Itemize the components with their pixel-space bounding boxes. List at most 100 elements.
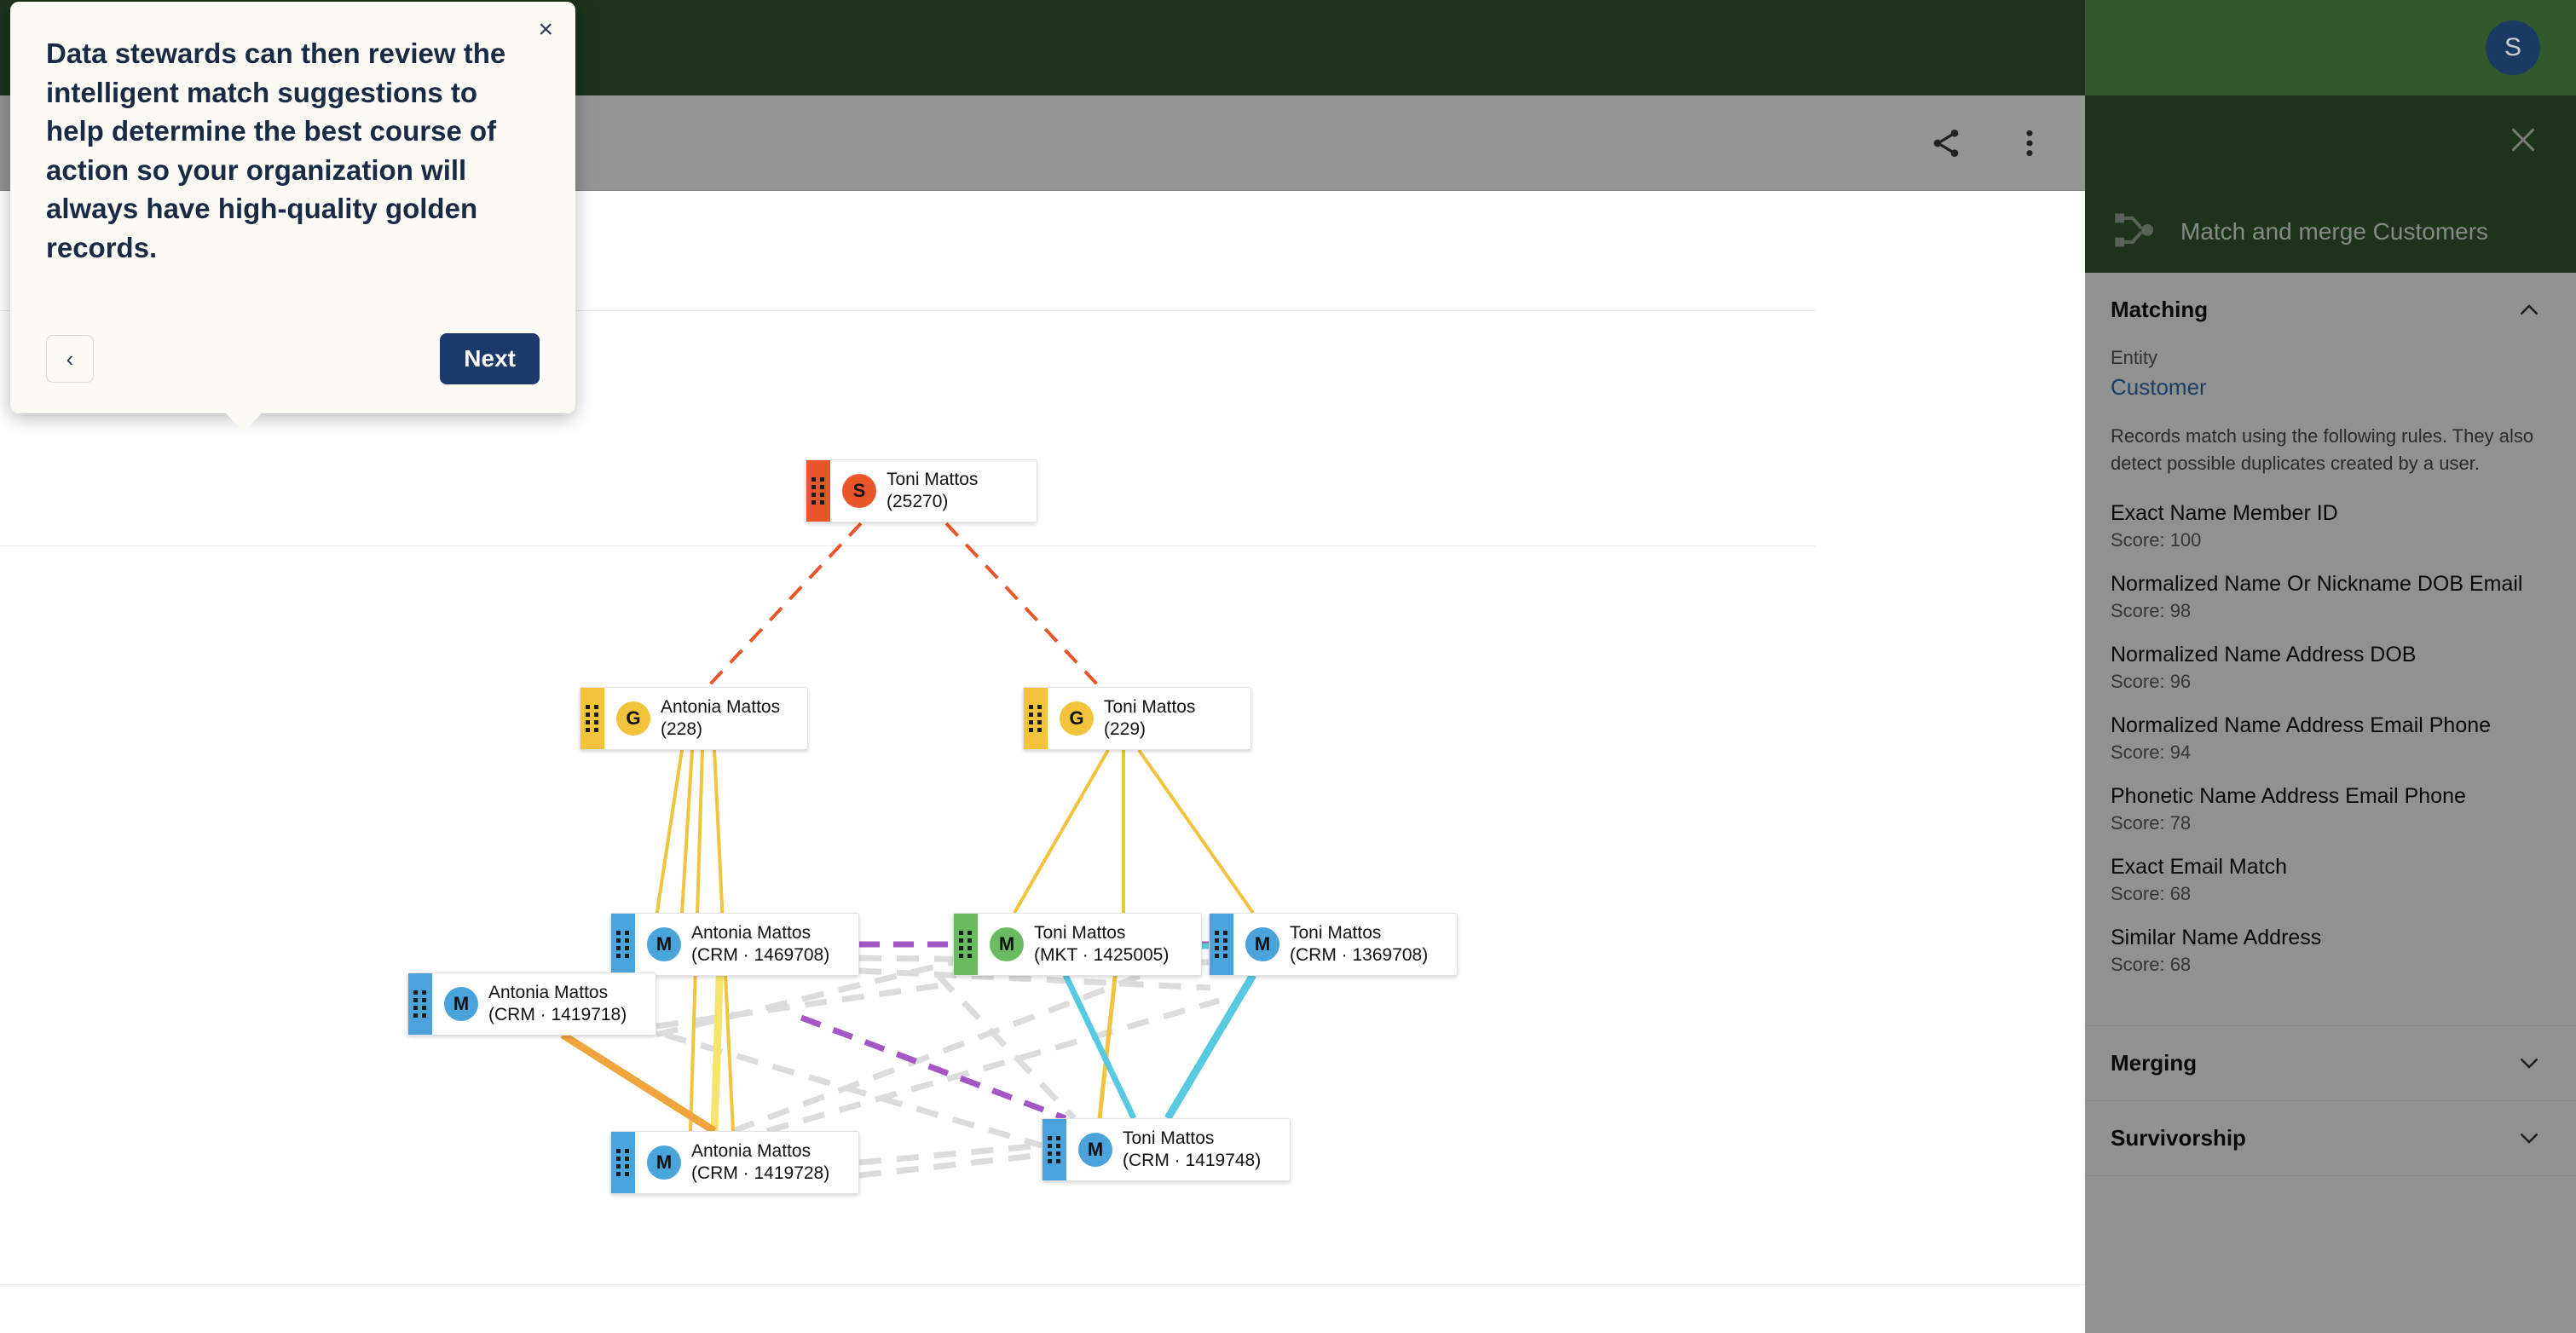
- match-merge-icon: [2112, 208, 2157, 257]
- node-sublabel: (25270): [887, 492, 949, 511]
- tour-back-button[interactable]: ‹: [46, 335, 94, 384]
- node-name: Antonia Mattos: [488, 983, 609, 1003]
- header-actions: [1926, 124, 2049, 163]
- chevron-down-icon[interactable]: [2516, 1050, 2542, 1076]
- more-vertical-icon[interactable]: [2010, 124, 2049, 163]
- close-icon[interactable]: [2504, 121, 2542, 159]
- node-name: Antonia Mattos: [691, 1141, 811, 1162]
- node-sublabel: (229): [1104, 719, 1146, 739]
- tour-tooltip: × Data stewards can then review the inte…: [10, 2, 575, 433]
- drag-handle-icon[interactable]: [580, 688, 604, 749]
- node-avatar: M: [647, 1145, 681, 1180]
- node-avatar: G: [1060, 701, 1094, 736]
- drag-handle-icon[interactable]: [954, 914, 978, 975]
- match-rule-name: Normalized Name Or Nickname DOB Email: [2111, 571, 2523, 596]
- node-sublabel: (CRM · 1419718): [488, 1005, 627, 1024]
- panel-title-row: Match and merge Customers: [2085, 191, 2576, 273]
- section-matching-header[interactable]: Matching: [2085, 273, 2576, 347]
- node-label: Toni Mattos (25270): [887, 469, 991, 512]
- match-rule-name: Similar Name Address: [2111, 925, 2322, 949]
- user-avatar[interactable]: S: [2486, 20, 2540, 75]
- drag-handle-icon[interactable]: [1043, 1119, 1066, 1180]
- lane-divider-1: [0, 310, 1816, 311]
- node-avatar: M: [444, 987, 478, 1021]
- node-sublabel: (228): [661, 719, 703, 739]
- close-icon[interactable]: ×: [538, 15, 553, 43]
- tour-arrow: [225, 413, 263, 433]
- match-rule-score: Score: 68: [2111, 953, 2192, 975]
- drag-handle-icon[interactable]: [1024, 688, 1048, 749]
- drag-handle-icon[interactable]: [806, 460, 830, 522]
- drag-handle-icon[interactable]: [611, 914, 635, 975]
- panel-title: Match and merge Customers: [2180, 218, 2489, 245]
- match-rule-score: Score: 98: [2111, 599, 2192, 621]
- node-name: Toni Mattos: [887, 470, 979, 490]
- graph-node[interactable]: G Toni Mattos(229): [1023, 687, 1251, 750]
- section-merging-header[interactable]: Merging: [2085, 1026, 2576, 1100]
- entity-value-link[interactable]: Customer: [2111, 374, 2207, 400]
- match-rule-score: Score: 100: [2111, 528, 2202, 551]
- node-name: Antonia Mattos: [691, 923, 811, 943]
- drag-handle-icon[interactable]: [1210, 914, 1233, 975]
- canvas-bottom-fill: [0, 1285, 2085, 1333]
- section-merging: Merging: [2085, 1026, 2576, 1101]
- node-label: Toni Mattos(229): [1104, 696, 1209, 740]
- node-sublabel: (CRM · 1369708): [1290, 945, 1429, 965]
- node-name: Toni Mattos: [1290, 923, 1382, 943]
- graph-node[interactable]: M Antonia Mattos(CRM · 1469708): [610, 913, 859, 976]
- node-label: Antonia Mattos(CRM · 1469708): [691, 922, 843, 966]
- graph-node[interactable]: M Toni Mattos(CRM · 1369708): [1209, 913, 1458, 976]
- drag-handle-icon[interactable]: [611, 1132, 635, 1193]
- panel-body[interactable]: Matching Entity Customer Records match u…: [2085, 273, 2576, 1333]
- match-rule-score: Score: 68: [2111, 882, 2192, 904]
- match-rule-name: Normalized Name Address Email Phone: [2111, 713, 2492, 737]
- node-avatar: M: [647, 927, 681, 961]
- node-label: Toni Mattos (CRM · 1419748): [1123, 1128, 1274, 1171]
- node-sublabel: (MKT · 1425005): [1034, 945, 1170, 965]
- drag-handle-icon[interactable]: [408, 973, 432, 1035]
- match-rule-name: Normalized Name Address DOB: [2111, 642, 2417, 666]
- node-label: Toni Mattos(CRM · 1369708): [1290, 922, 1441, 966]
- graph-node[interactable]: G Antonia Mattos(228): [580, 687, 808, 750]
- node-sublabel: (CRM · 1419748): [1123, 1151, 1262, 1170]
- panel-header: [2085, 95, 2576, 191]
- node-name: Toni Mattos: [1123, 1128, 1215, 1149]
- graph-node[interactable]: M Antonia Mattos(CRM · 1419728): [610, 1131, 859, 1194]
- graph-node[interactable]: M Antonia Mattos (CRM · 1419718): [407, 972, 656, 1036]
- rules-description: Records match using the following rules.…: [2111, 425, 2534, 474]
- section-matching: Matching Entity Customer Records match u…: [2085, 273, 2576, 1026]
- node-avatar: G: [616, 701, 650, 736]
- section-survivorship-header[interactable]: Survivorship: [2085, 1101, 2576, 1175]
- match-rule-score: Score: 78: [2111, 811, 2192, 834]
- section-matching-title: Matching: [2111, 297, 2209, 322]
- node-avatar: M: [1245, 927, 1279, 961]
- canvas-bottom-divider: [0, 1284, 2085, 1285]
- node-name: Antonia Mattos: [661, 697, 781, 718]
- share-icon[interactable]: [1926, 124, 1966, 163]
- node-name: Toni Mattos: [1104, 697, 1196, 718]
- node-label: Antonia Mattos(228): [661, 696, 794, 740]
- tour-text: Data stewards can then review the intell…: [46, 38, 506, 263]
- node-label: Toni Mattos(MKT · 1425005): [1034, 922, 1182, 966]
- section-survivorship: Survivorship: [2085, 1101, 2576, 1176]
- chevron-up-icon[interactable]: [2516, 297, 2542, 323]
- match-rule-score: Score: 94: [2111, 741, 2192, 763]
- section-survivorship-title: Survivorship: [2111, 1124, 2246, 1151]
- match-rule-name: Exact Email Match: [2111, 854, 2288, 879]
- tour-next-button[interactable]: Next: [440, 333, 540, 385]
- section-matching-body: Entity Customer Records match using the …: [2085, 347, 2576, 1025]
- match-rule-score: Score: 96: [2111, 670, 2192, 692]
- chevron-down-icon[interactable]: [2516, 1125, 2542, 1151]
- node-label: Antonia Mattos(CRM · 1419728): [691, 1140, 843, 1184]
